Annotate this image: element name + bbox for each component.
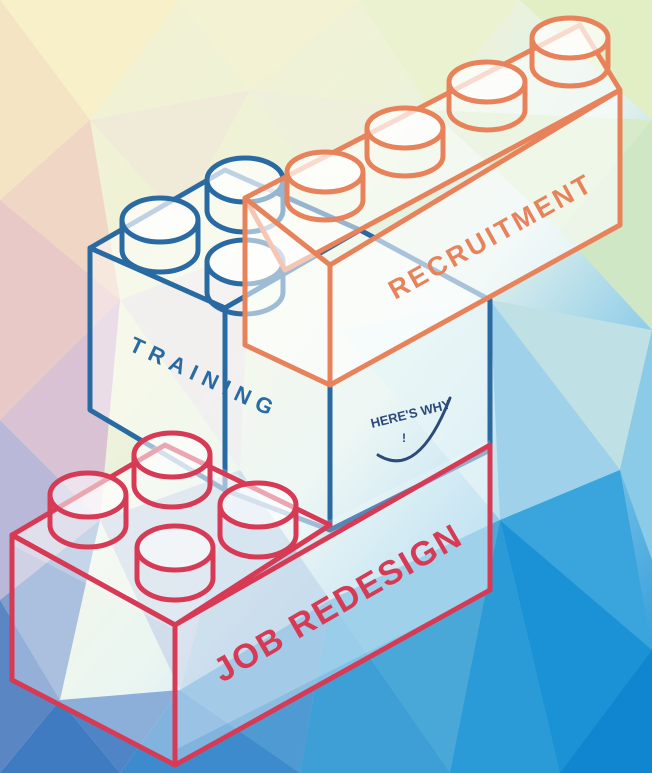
exclamation-label: ! — [402, 431, 406, 445]
job-redesign-studs — [47, 430, 299, 603]
recruitment-brick — [242, 15, 623, 388]
job-redesign-brick — [9, 430, 493, 768]
smile-icon — [376, 396, 452, 463]
recruitment-studs — [284, 15, 611, 223]
